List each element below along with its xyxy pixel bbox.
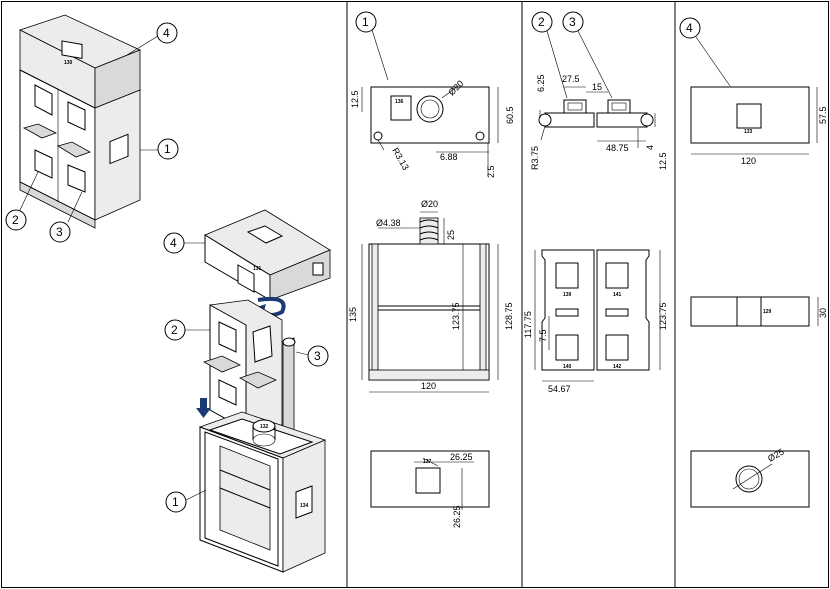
svg-text:2: 2 bbox=[171, 323, 178, 337]
exploded-part-1-housing bbox=[198, 411, 327, 573]
part1-side-view bbox=[361, 211, 499, 393]
isometric-assembled-cabinet bbox=[18, 14, 142, 229]
callout-exp-4: 4 bbox=[163, 232, 205, 254]
exploded-part-4-top-module bbox=[204, 209, 331, 301]
dim-128-75: 128.75 bbox=[504, 302, 514, 330]
dim-6-88: 6.88 bbox=[440, 152, 458, 162]
label-142: 142 bbox=[613, 364, 622, 370]
part4-top-view bbox=[690, 86, 818, 155]
dim-7-5: 7.5 bbox=[538, 329, 548, 342]
svg-text:1: 1 bbox=[164, 142, 171, 156]
svg-text:3: 3 bbox=[314, 349, 321, 363]
callout-exp-3: 3 bbox=[295, 345, 329, 367]
dim-part4-120: 120 bbox=[741, 156, 756, 166]
part1-front-view bbox=[361, 85, 499, 176]
label-134: 134 bbox=[300, 503, 309, 509]
part4-side-view bbox=[690, 296, 819, 327]
dim-side-dia-20: Ø20 bbox=[421, 199, 438, 209]
dim-123-75: 123.75 bbox=[451, 302, 461, 330]
dim-r3-13: R3.13 bbox=[390, 146, 411, 172]
label-136: 136 bbox=[395, 99, 404, 105]
exploded-part-2-panel bbox=[203, 299, 283, 431]
callout-iso-1: 1 bbox=[140, 138, 179, 160]
part23-front-view bbox=[534, 249, 661, 382]
dim-26-25-a: 26.25 bbox=[450, 452, 473, 462]
dim-dia-4-38: Ø4.38 bbox=[376, 218, 401, 228]
svg-text:4: 4 bbox=[170, 236, 177, 250]
label-137: 137 bbox=[423, 459, 432, 465]
svg-text:1: 1 bbox=[362, 15, 369, 29]
dim-12-5: 12.5 bbox=[350, 90, 360, 108]
svg-text:3: 3 bbox=[569, 15, 576, 29]
dim-30: 30 bbox=[818, 308, 828, 318]
dim-6-25: 6.25 bbox=[536, 74, 546, 92]
callout-col3-3: 3 bbox=[562, 11, 613, 99]
label-139: 139 bbox=[563, 292, 572, 298]
dim-r3-75: R3.75 bbox=[530, 146, 540, 170]
dim-117-75: 117.75 bbox=[523, 311, 533, 338]
label-131: 131 bbox=[253, 266, 262, 272]
dim-12-5-b: 12.5 bbox=[658, 152, 668, 170]
dim-15: 15 bbox=[592, 82, 602, 92]
dim-48-75: 48.75 bbox=[606, 143, 629, 153]
label-140: 140 bbox=[563, 364, 572, 370]
callout-exp-1: 1 bbox=[165, 489, 207, 513]
svg-text:2: 2 bbox=[12, 213, 19, 227]
dim-135: 135 bbox=[348, 307, 358, 322]
svg-text:2: 2 bbox=[538, 15, 545, 29]
dim-26-25-b: 26.25 bbox=[452, 505, 462, 528]
callout-col4-4: 4 bbox=[679, 17, 731, 87]
part1-bottom-view bbox=[370, 450, 490, 510]
dim-2-5: 2.5 bbox=[486, 165, 496, 178]
dim-60-5: 60.5 bbox=[505, 106, 515, 124]
callout-col3-2: 2 bbox=[531, 11, 568, 99]
dim-4: 4 bbox=[645, 145, 655, 150]
callout-exp-2: 2 bbox=[164, 319, 210, 341]
svg-text:1: 1 bbox=[172, 495, 179, 509]
callout-col2-1: 1 bbox=[355, 11, 389, 81]
label-130: 130 bbox=[64, 60, 73, 66]
part23-top-view bbox=[538, 86, 656, 148]
dim-54-67: 54.67 bbox=[548, 384, 571, 394]
label-132: 132 bbox=[260, 424, 269, 430]
callout-iso-2: 2 bbox=[5, 171, 39, 231]
label-133: 133 bbox=[744, 129, 753, 135]
svg-text:4: 4 bbox=[686, 21, 693, 35]
down-arrow-left-icon bbox=[196, 398, 211, 418]
dim-25: 25 bbox=[446, 230, 456, 240]
callout-iso-3: 3 bbox=[49, 191, 83, 243]
dim-123-75-b: 123.75 bbox=[658, 302, 668, 330]
label-141: 141 bbox=[613, 292, 622, 298]
part4-bottom-view bbox=[690, 450, 810, 508]
dim-27-5: 27.5 bbox=[562, 74, 580, 84]
svg-text:4: 4 bbox=[163, 26, 170, 40]
dim-120: 120 bbox=[421, 381, 436, 391]
dim-57-5: 57.5 bbox=[818, 106, 828, 124]
label-129: 129 bbox=[763, 309, 772, 315]
callout-iso-4: 4 bbox=[126, 22, 178, 56]
svg-text:3: 3 bbox=[56, 225, 63, 239]
